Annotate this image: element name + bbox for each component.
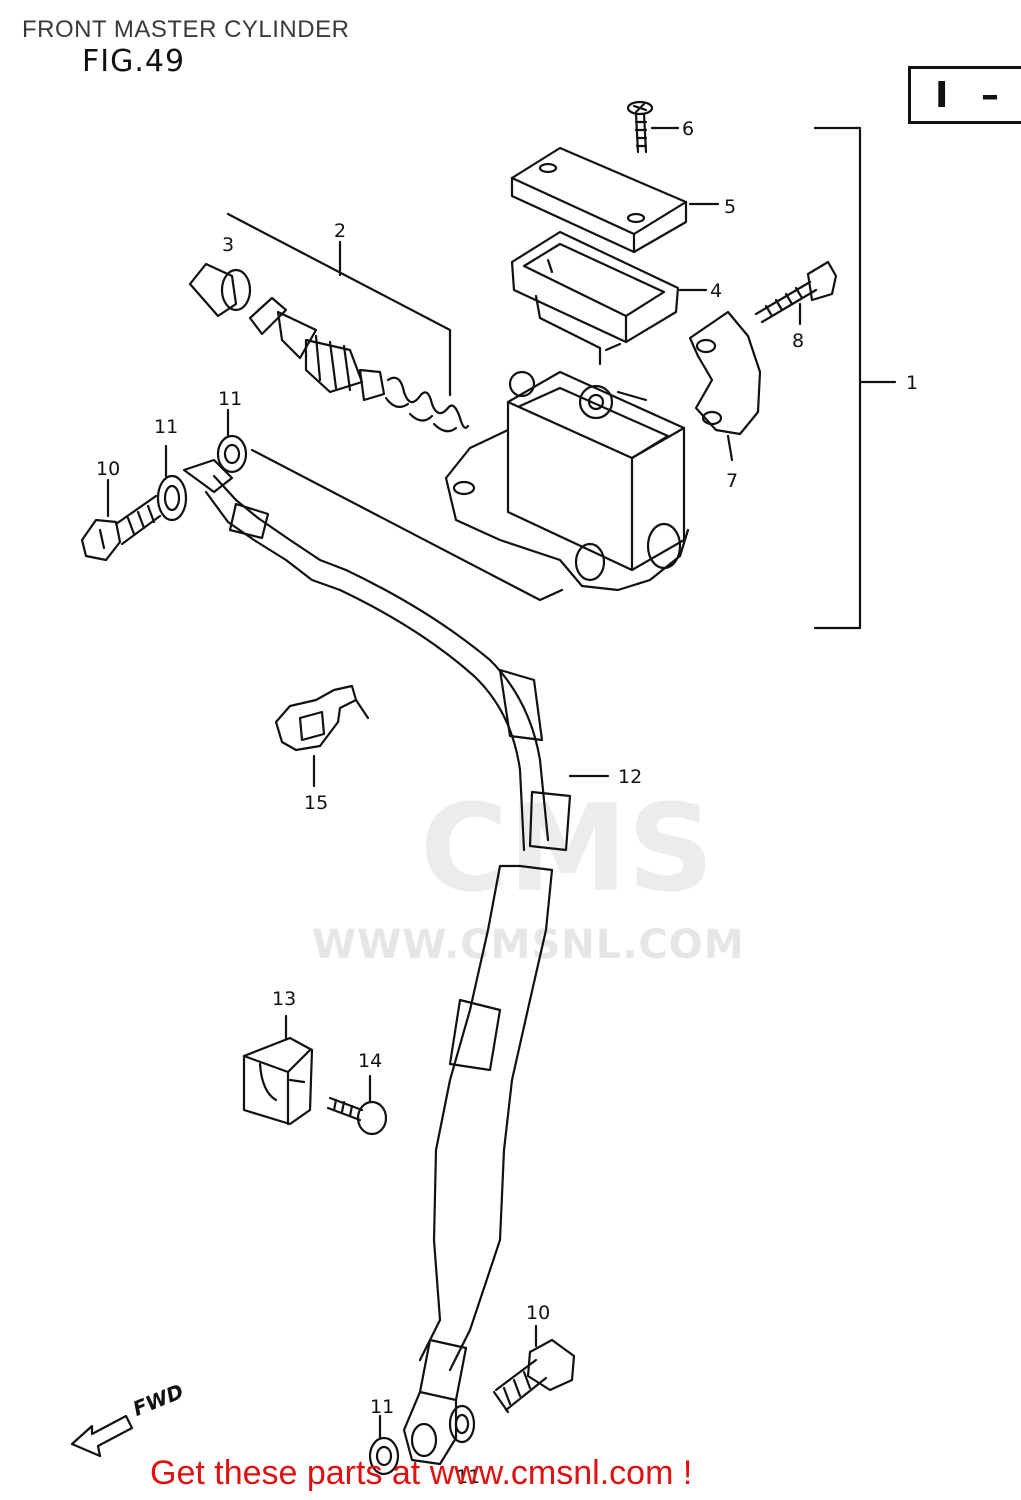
diagram-title: FRONT MASTER CYLINDER [22, 16, 350, 43]
callout-11-bottom-left: 11 [370, 1396, 395, 1418]
badge-left: I [935, 75, 949, 116]
badge-right: – [981, 75, 999, 116]
banjo-bolt-10-bottom [492, 1324, 576, 1414]
hose-upper-fitting [182, 448, 564, 602]
diaphragm-4 [510, 230, 708, 366]
callout-8: 8 [792, 330, 805, 352]
washer-11-top-right [216, 408, 248, 474]
callout-4: 4 [710, 280, 723, 302]
watermark-url: WWW.CMSNL.COM [312, 922, 745, 968]
callout-7: 7 [726, 470, 739, 492]
washer-11-bottom-right [448, 1404, 476, 1444]
callout-10-bottom: 10 [526, 1302, 551, 1324]
banjo-bolt-10-top [80, 478, 162, 562]
reservoir-cap-5 [510, 146, 720, 254]
forward-arrow [70, 1414, 134, 1458]
clamp-7 [688, 310, 762, 462]
callout-5: 5 [724, 196, 737, 218]
callout-15: 15 [304, 792, 329, 814]
footer-link[interactable]: Get these parts at www.cmsnl.com ! [150, 1454, 693, 1492]
section-badge: I – [908, 66, 1021, 124]
screw-6 [626, 100, 680, 154]
bracket-2 [226, 212, 452, 397]
washer-11-top-left [156, 444, 188, 522]
callout-1: 1 [906, 372, 919, 394]
hose-lower-fitting [402, 1390, 458, 1466]
bolt-8 [754, 260, 838, 326]
washer-11-bottom-left [368, 1414, 400, 1476]
callout-13: 13 [272, 988, 297, 1010]
piston-assembly-2 [188, 262, 470, 433]
bolt-14 [326, 1074, 388, 1136]
brake-hose-12 [338, 568, 610, 1402]
callout-11-bottom-right: 11 [456, 1466, 481, 1488]
clip-15 [274, 684, 370, 788]
callout-14: 14 [358, 1050, 383, 1072]
callout-10-top: 10 [96, 458, 121, 480]
callout-11-top-right: 11 [218, 388, 243, 410]
callout-6: 6 [682, 118, 695, 140]
master-cylinder-body [444, 370, 690, 592]
callout-3: 3 [222, 234, 235, 256]
callout-11-top-left: 11 [154, 416, 179, 438]
callout-12: 12 [618, 766, 643, 788]
bracket-1 [813, 126, 897, 630]
callout-2: 2 [334, 220, 347, 242]
figure-number: FIG.49 [82, 44, 186, 79]
clamp-13 [242, 1014, 314, 1126]
